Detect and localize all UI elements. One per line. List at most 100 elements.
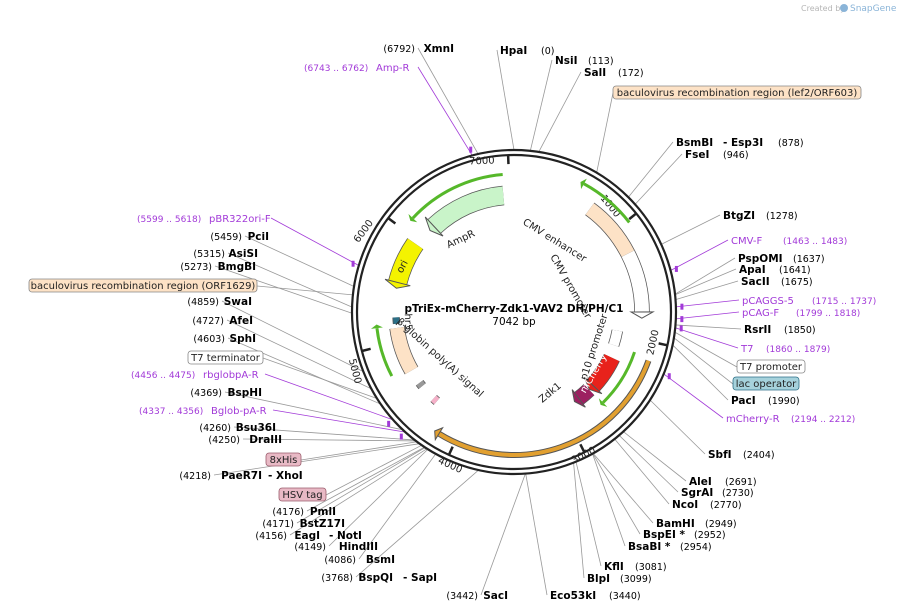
site-label-eagi[interactable]: EagI <box>294 530 320 542</box>
site-position-pmli: (4176) <box>272 507 304 518</box>
feature-box-t7-promoter[interactable] <box>736 359 806 374</box>
feature-box-t7-terminator[interactable] <box>187 350 264 365</box>
site-label-fsei[interactable]: FseI <box>685 149 709 161</box>
site-position-bstz17i: (4171) <box>262 519 294 530</box>
feature-box-orf1629[interactable] <box>28 278 258 293</box>
site-label-apai[interactable]: ApaI <box>739 264 766 276</box>
primer-label-pcaggs-5[interactable]: pCAGGS-5 <box>742 296 794 307</box>
cmv-green-arrow <box>583 182 631 224</box>
primer-label-mcherry-r[interactable]: mCherry-R <box>726 414 780 425</box>
site-position-blpi: (3099) <box>620 574 652 585</box>
site-label-draiii[interactable]: DraIII <box>249 434 282 446</box>
site-position-afei: (4727) <box>192 316 224 327</box>
site-label-sphi[interactable]: SphI <box>230 333 256 345</box>
site-position-bsu36i: (4260) <box>199 423 231 434</box>
box-connector-lac-operator <box>673 337 734 385</box>
tick-2000 <box>658 342 668 347</box>
site-position-draiii: (4250) <box>208 435 240 446</box>
site-label-blpi[interactable]: BlpI <box>587 573 610 585</box>
site-label-alei[interactable]: AleI <box>689 476 712 488</box>
connector-sacii <box>675 280 739 301</box>
site-label-btgzi[interactable]: BtgZI <box>723 210 755 222</box>
primer-connector-cmv-f <box>670 239 729 271</box>
tick-1000 <box>628 212 638 221</box>
site-position-bsmi: (4086) <box>324 555 356 566</box>
site-label-nsii[interactable]: NsiI <box>555 55 578 67</box>
site-label-hindiii[interactable]: HindIII <box>339 541 378 553</box>
site-label-bsmbi[interactable]: BsmBI <box>676 137 713 149</box>
site-label-saci[interactable]: SacI <box>483 590 508 602</box>
site-label-bsu36i[interactable]: Bsu36I <box>236 422 276 434</box>
site-label-bsmi[interactable]: BsmI <box>366 554 395 566</box>
primer-label-rbglobpa-r[interactable]: rbglobpA-R <box>203 370 259 381</box>
feature-box-hsv[interactable] <box>278 487 327 502</box>
site-position-kfli: (3081) <box>635 562 667 573</box>
site-label-bamhi[interactable]: BamHI <box>656 518 695 530</box>
connector-nsii <box>529 59 553 151</box>
site-label-ncoi[interactable]: NcoI <box>672 499 698 511</box>
site-label-eco53ki[interactable]: Eco53kI <box>550 590 596 602</box>
site-label-bsabi[interactable]: BsaBI * <box>628 541 671 553</box>
site-position-esp3i: (878) <box>778 138 804 149</box>
connector-ncoi <box>614 438 670 505</box>
primer-label-cmv-f[interactable]: CMV-F <box>731 236 762 247</box>
site-label-paer7i[interactable]: PaeR7I <box>221 470 262 482</box>
primer-label-pbr322ori-f[interactable]: pBR322ori-F <box>209 214 271 225</box>
connector-bstz17i <box>296 447 426 524</box>
watermark-brand: SnapGene <box>850 4 897 14</box>
site-label-bstz17i[interactable]: BstZ17I <box>300 518 345 530</box>
primer-label-t7[interactable]: T7 <box>740 344 753 355</box>
site-label-paci[interactable]: PacI <box>731 395 756 407</box>
ori-arc <box>388 238 423 285</box>
site-label-esp3i[interactable]: - Esp3I <box>723 137 763 149</box>
site-label-pcii[interactable]: PciI <box>248 231 269 243</box>
primer-position-pcag-f: (1799 .. 1818) <box>796 309 860 319</box>
site-label-noti[interactable]: - NotI <box>329 530 362 542</box>
site-label-xhoi[interactable]: - XhoI <box>268 470 303 482</box>
primer-label-amp-r[interactable]: Amp-R <box>376 63 410 74</box>
primer-label-bglob-pa-r[interactable]: Bglob-pA-R <box>211 406 267 417</box>
site-label-xmni[interactable]: XmnI <box>424 43 454 55</box>
connector-pmli <box>306 446 425 512</box>
site-label-hpai[interactable]: HpaI <box>500 45 527 57</box>
feature-box-lac-operator[interactable] <box>732 376 800 391</box>
feature-label-zdk1: Zdk1 <box>537 381 563 406</box>
feature-box-lef2[interactable] <box>612 85 862 100</box>
site-label-bspei[interactable]: BspEI * <box>643 529 686 541</box>
site-position-apai: (1641) <box>779 265 811 276</box>
site-position-swai: (4859) <box>187 297 219 308</box>
site-label-pspomi[interactable]: PspOMI <box>738 253 783 265</box>
box-connector-t7-terminator <box>262 357 378 399</box>
connector-bspqi <box>355 469 479 578</box>
site-label-bsphi[interactable]: BspHI <box>228 387 262 399</box>
connector-sbfi <box>649 399 706 455</box>
feature-box-label-lac-operator: lac operator <box>736 379 797 390</box>
primer-position-pbr322ori-f: (5599 .. 5618) <box>137 215 201 225</box>
site-label-sapi[interactable]: - SapI <box>403 572 437 584</box>
site-label-afei[interactable]: AfeI <box>229 315 253 327</box>
site-label-sacii[interactable]: SacII <box>741 276 770 288</box>
connector-hindiii <box>328 448 429 547</box>
cmv-enhancer-arc <box>585 203 635 257</box>
primer-label-pcag-f[interactable]: pCAG-F <box>742 308 779 319</box>
site-label-kfli[interactable]: KflI <box>604 561 624 573</box>
site-label-bmgbi[interactable]: BmgBI <box>218 261 256 273</box>
site-label-sali[interactable]: SalI <box>584 67 606 79</box>
site-label-rsrii[interactable]: RsrII <box>744 324 771 336</box>
site-label-pmli[interactable]: PmlI <box>310 506 336 518</box>
feature-box-his[interactable] <box>265 452 302 467</box>
site-position-hindiii: (4149) <box>294 542 326 553</box>
site-label-bspqi[interactable]: BspQI <box>358 572 393 584</box>
connector-xmni <box>417 47 479 155</box>
site-label-sgrai[interactable]: SgrAI <box>681 487 713 499</box>
hr5-arc <box>430 395 440 405</box>
site-position-pspomi: (1637) <box>793 254 825 265</box>
ampr-green-arrow-head <box>408 214 418 223</box>
primer-marker-pcaggs-5 <box>680 303 684 310</box>
site-label-swai[interactable]: SwaI <box>224 296 252 308</box>
box-connector-t7-promoter <box>674 331 738 368</box>
site-label-sbfi[interactable]: SbfI <box>708 449 732 461</box>
site-label-asisi[interactable]: AsiSI <box>229 248 258 260</box>
site-position-hpai: (0) <box>541 46 554 57</box>
